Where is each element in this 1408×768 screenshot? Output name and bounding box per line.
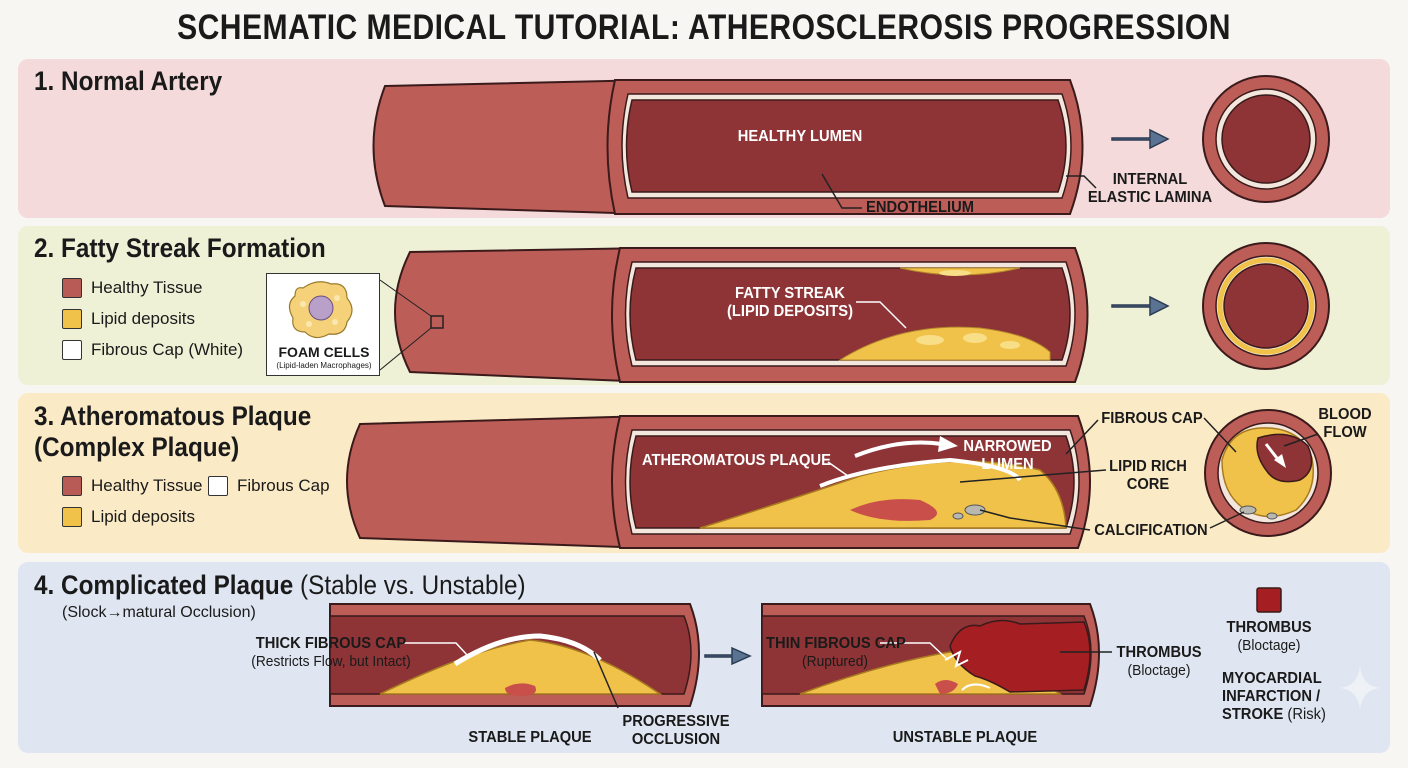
progressive-line2: OCCLUSION xyxy=(631,731,721,748)
fatty-streak-vessel xyxy=(394,246,1089,384)
lipid-core-leader xyxy=(959,469,1107,483)
fatty-streak-label: FATTY STREAK (LIPID DEPOSITS) xyxy=(721,285,859,321)
arrow-icon xyxy=(1111,128,1170,150)
mi-line3-bold: STROKE xyxy=(1222,706,1284,723)
calcification-leader xyxy=(979,509,1091,531)
plaque-cross-section xyxy=(1204,409,1332,537)
lipid-core-line1: LIPID RICH xyxy=(1109,458,1187,475)
thrombus-title: THROMBUS xyxy=(1116,644,1202,661)
legend-thrombus-sub: (Bloctage) xyxy=(1237,637,1301,654)
iel-line1: INTERNAL xyxy=(1112,171,1188,188)
blood-flow-line1: BLOOD xyxy=(1318,406,1372,423)
lipid-core-label: LIPID RICH CORE xyxy=(1102,458,1194,494)
swatch-cap xyxy=(208,476,228,496)
thin-cap-sub: (Ruptured) xyxy=(802,653,868,670)
thick-cap-title: THICK FIBROUS CAP xyxy=(255,635,407,652)
legend-text: Fibrous Cap xyxy=(237,476,330,495)
thrombus-sub: (Bloctage) xyxy=(1127,662,1191,679)
page-title: SCHEMATIC MEDICAL TUTORIAL: ATHEROSCLERO… xyxy=(177,8,1231,47)
legend-healthy-tissue: Healthy Tissue xyxy=(62,278,203,298)
foam-cell-icon xyxy=(288,281,353,339)
healthy-lumen-label: HEALTHY LUMEN xyxy=(737,128,863,145)
fibrous-cap-leader xyxy=(1065,419,1099,455)
thin-cap-title: THIN FIBROUS CAP xyxy=(766,635,906,652)
legend-thrombus-title: THROMBUS xyxy=(1226,619,1312,636)
iel-label: INTERNAL ELASTIC LAMINA xyxy=(1076,171,1223,207)
lipid-core-line2: CORE xyxy=(1126,476,1170,493)
mi-stroke-label: MYOCARDIAL INFARCTION / STROKE (Risk) xyxy=(1222,670,1326,724)
fatty-streak-line1: FATTY STREAK xyxy=(735,285,845,302)
legend-text: Healthy Tissue xyxy=(91,278,203,297)
progressive-occlusion-label: PROGRESSIVE OCCLUSION xyxy=(617,713,735,749)
swatch-cap xyxy=(62,340,82,360)
normal-cross-section xyxy=(1202,75,1330,203)
thin-cap-label: THIN FIBROUS CAP (Ruptured) xyxy=(766,635,906,671)
iel-line2: ELASTIC LAMINA xyxy=(1087,189,1213,206)
legend-text: Healthy Tissue xyxy=(91,476,203,495)
foam-cells-sub: (Lipid-laden Macrophages) xyxy=(276,361,372,370)
panel4-title-bold: 4. Complicated Plaque xyxy=(34,570,294,600)
thrombus-swatch xyxy=(1256,587,1282,613)
foam-cells-label: FOAM CELLS xyxy=(278,344,370,360)
panel3-title-line1: 3. Atheromatous Plaque xyxy=(34,401,312,431)
blood-flow-line2: FLOW xyxy=(1323,424,1367,441)
unstable-plaque-vessel xyxy=(761,603,1100,707)
zoom-marker xyxy=(430,315,444,329)
thick-cap-label: THICK FIBROUS CAP (Restricts Flow, but I… xyxy=(234,635,427,671)
swatch-healthy xyxy=(62,278,82,298)
panel4-title-rest: (Stable vs. Unstable) xyxy=(293,570,526,600)
atheromatous-vessel xyxy=(346,414,1091,550)
legend-fibrous-cap: Fibrous Cap xyxy=(208,476,330,496)
panel4-subtitle: (Slock→matural Occlusion) xyxy=(62,604,256,621)
foam-cells-inset: FOAM CELLS (Lipid-laden Macrophages) xyxy=(266,273,380,376)
fatty-streak-cross-section xyxy=(1202,242,1330,370)
legend-thrombus-label: THROMBUS (Bloctage) xyxy=(1218,619,1319,655)
blood-flow-label: BLOOD FLOW xyxy=(1313,406,1377,442)
arrow-icon xyxy=(1111,295,1170,317)
legend-lipid: Lipid deposits xyxy=(62,309,195,329)
panel3-title: 3. Atheromatous Plaque (Complex Plaque) xyxy=(34,401,311,463)
panel-complicated-plaque xyxy=(18,562,1390,753)
normal-artery-vessel xyxy=(372,78,1084,216)
panel4-title: 4. Complicated Plaque (Stable vs. Unstab… xyxy=(34,570,526,601)
panel1-title: 1. Normal Artery xyxy=(34,66,223,96)
mi-line2: INFARCTION / xyxy=(1222,688,1321,705)
sparkle-icon xyxy=(1340,666,1380,710)
endothelium-leader xyxy=(821,173,862,209)
narrowed-line1: NARROWED xyxy=(963,438,1052,455)
narrowed-lumen-label: NARROWED LUMEN xyxy=(955,438,1061,474)
endothelium-label: ENDOTHELIUM xyxy=(866,199,974,216)
calcification-label: CALCIFICATION xyxy=(1094,522,1208,539)
fibrous-cap-label: FIBROUS CAP xyxy=(1101,410,1203,427)
legend-lipid: Lipid deposits xyxy=(62,507,195,527)
arrow-icon xyxy=(704,646,752,666)
unstable-plaque-label: UNSTABLE PLAQUE xyxy=(892,729,1038,746)
iel-leader xyxy=(1066,175,1097,189)
fatty-streak-leader xyxy=(856,301,907,329)
panel3-title-line2: (Complex Plaque) xyxy=(34,432,240,462)
swatch-lipid xyxy=(62,507,82,527)
mi-line3-rest: (Risk) xyxy=(1283,706,1326,723)
panel2-title: 2. Fatty Streak Formation xyxy=(34,233,326,263)
mi-line1: MYOCARDIAL xyxy=(1222,670,1322,687)
thick-cap-sub: (Restricts Flow, but Intact) xyxy=(251,653,411,670)
stable-plaque-label: STABLE PLAQUE xyxy=(468,729,592,746)
thrombus-label: THROMBUS (Bloctage) xyxy=(1108,644,1209,680)
legend-text: Lipid deposits xyxy=(91,309,195,328)
progressive-line1: PROGRESSIVE xyxy=(622,713,730,730)
swatch-healthy xyxy=(62,476,82,496)
legend-text: Fibrous Cap (White) xyxy=(91,340,244,359)
swatch-lipid xyxy=(62,309,82,329)
fatty-streak-line2: (LIPID DEPOSITS) xyxy=(727,303,853,320)
atheromatous-plaque-label: ATHEROMATOUS PLAQUE xyxy=(642,452,831,469)
legend-text: Lipid deposits xyxy=(91,507,195,526)
legend-healthy-tissue: Healthy Tissue xyxy=(62,476,203,496)
legend-fibrous-cap: Fibrous Cap (White) xyxy=(62,340,243,360)
narrowed-line2: LUMEN xyxy=(981,456,1034,473)
